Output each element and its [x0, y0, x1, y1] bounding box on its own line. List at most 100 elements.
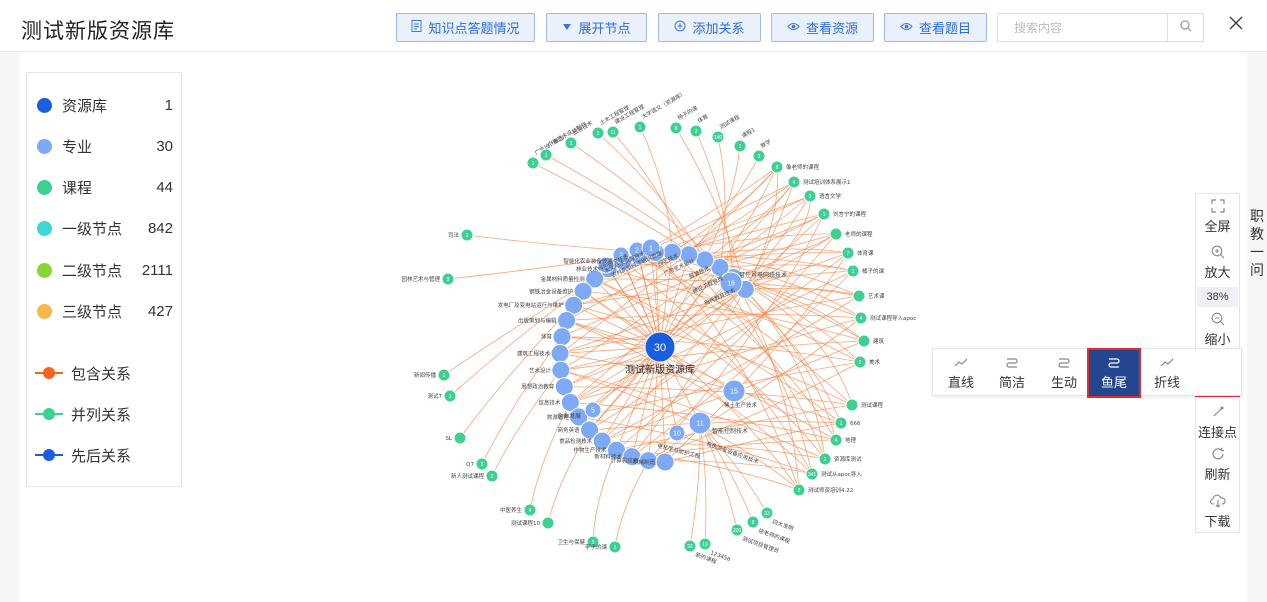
- node-label[interactable]: 四大发明: [771, 517, 795, 532]
- node-label[interactable]: 测试培训体系展示1: [803, 178, 851, 186]
- node-circle[interactable]: [733, 139, 747, 153]
- node-label[interactable]: 刘言宁的课程: [833, 210, 867, 218]
- node-circle[interactable]: [437, 368, 451, 382]
- major-node[interactable]: [560, 392, 580, 412]
- node-label[interactable]: 666: [850, 421, 861, 427]
- node-value[interactable]: 1: [604, 262, 608, 269]
- node-value[interactable]: 3: [481, 462, 484, 468]
- node-value[interactable]: 19: [702, 542, 708, 548]
- zoom-out-button[interactable]: 缩小: [1196, 312, 1239, 348]
- node-circle[interactable]: [730, 523, 744, 537]
- node-label[interactable]: 信息技术: [538, 398, 561, 406]
- node-circle[interactable]: [606, 125, 620, 139]
- node-circle[interactable]: [688, 411, 712, 435]
- node-label[interactable]: 数学: [759, 137, 773, 150]
- node-circle[interactable]: [669, 121, 683, 135]
- node-label[interactable]: 作物生产技术: [573, 446, 607, 454]
- node-value[interactable]: 3: [809, 194, 812, 200]
- course-node[interactable]: 8: [770, 160, 784, 174]
- node-label[interactable]: 建筑工程技术: [517, 349, 551, 357]
- node-circle[interactable]: [655, 452, 675, 472]
- node-value[interactable]: 11: [696, 420, 703, 427]
- download-button[interactable]: 下载: [1196, 494, 1239, 530]
- node-label[interactable]: 像老师的课程: [786, 163, 820, 171]
- major-node[interactable]: [710, 258, 730, 278]
- major-node[interactable]: [585, 269, 605, 289]
- node-circle[interactable]: [787, 175, 801, 189]
- node-label[interactable]: 测试课程导入apoc: [870, 314, 916, 322]
- node-circle[interactable]: [523, 503, 537, 517]
- node-value[interactable]: 9: [447, 277, 450, 283]
- node-label[interactable]: 体育课: [857, 249, 874, 257]
- node-value[interactable]: 2: [635, 247, 639, 254]
- legend-item-course[interactable]: 课程 44: [37, 176, 173, 198]
- node-circle[interactable]: [597, 256, 615, 274]
- node-value[interactable]: 1: [824, 457, 827, 463]
- node-label[interactable]: 测试课程: [718, 113, 741, 131]
- node-circle[interactable]: [557, 310, 577, 330]
- course-node[interactable]: 8: [669, 121, 683, 135]
- course-node[interactable]: 2: [853, 355, 867, 369]
- node-value[interactable]: 8: [776, 165, 779, 171]
- course-node[interactable]: 140: [711, 130, 725, 144]
- knowledge-answer-button[interactable]: 知识点答题情况: [396, 13, 535, 42]
- node-label[interactable]: 测试从apoc导入: [821, 470, 862, 478]
- major-node[interactable]: 2: [612, 246, 630, 264]
- node-circle[interactable]: [683, 539, 697, 553]
- node-value[interactable]: 1: [840, 421, 843, 427]
- course-node[interactable]: 4: [854, 311, 868, 325]
- course-node[interactable]: 1: [539, 148, 553, 162]
- course-node[interactable]: 1: [817, 207, 831, 221]
- node-circle[interactable]: [460, 228, 474, 242]
- node-label[interactable]: 美术: [869, 358, 881, 366]
- major-node[interactable]: [655, 452, 675, 472]
- major-node[interactable]: 1: [597, 256, 615, 274]
- node-circle[interactable]: [526, 156, 540, 170]
- node-circle[interactable]: [569, 407, 589, 427]
- major-node[interactable]: 5: [584, 401, 602, 419]
- node-circle[interactable]: [443, 389, 457, 403]
- node-value[interactable]: 4: [793, 180, 796, 186]
- node-label[interactable]: 企业发展: [557, 412, 581, 420]
- course-node[interactable]: 200: [730, 523, 744, 537]
- course-node[interactable]: 1: [443, 389, 457, 403]
- node-value[interactable]: 11: [610, 130, 615, 136]
- node-circle[interactable]: [644, 331, 676, 363]
- node-circle[interactable]: [475, 457, 489, 471]
- major-node[interactable]: 15: [722, 379, 746, 403]
- legend-item-level2-node[interactable]: 二级节点 2111: [37, 259, 173, 281]
- course-node[interactable]: 11: [606, 125, 620, 139]
- node-circle[interactable]: [580, 420, 600, 440]
- node-value[interactable]: 1: [614, 545, 617, 551]
- node-circle[interactable]: [854, 311, 868, 325]
- node-label[interactable]: 智能化农业装备技术: [563, 257, 613, 265]
- node-value[interactable]: 1: [649, 245, 653, 252]
- course-node[interactable]: [453, 431, 467, 445]
- node-value[interactable]: 1: [823, 212, 826, 218]
- node-label[interactable]: 稀土生产技术: [724, 401, 758, 409]
- node-label[interactable]: SL: [445, 436, 452, 442]
- node-circle[interactable]: [550, 343, 570, 363]
- root-node[interactable]: 30: [644, 331, 676, 363]
- major-node[interactable]: [695, 250, 715, 270]
- node-circle[interactable]: [592, 431, 612, 451]
- node-circle[interactable]: [541, 516, 555, 530]
- node-label[interactable]: 体育: [696, 112, 710, 125]
- node-label[interactable]: 林业技术: [576, 265, 599, 273]
- node-label[interactable]: 可控导电网络技术: [739, 271, 787, 279]
- line-style-straight[interactable]: 直线: [935, 349, 987, 397]
- node-label[interactable]: 课程1: [740, 126, 757, 140]
- node-value[interactable]: 1: [639, 125, 642, 131]
- node-label[interactable]: 新材料技术: [594, 453, 622, 461]
- node-label[interactable]: 新闻传播: [414, 371, 437, 379]
- node-label[interactable]: 园林艺术与管理: [401, 275, 440, 283]
- node-circle[interactable]: [752, 149, 766, 163]
- major-node[interactable]: [573, 281, 593, 301]
- node-circle[interactable]: [817, 207, 831, 221]
- major-node[interactable]: 11: [688, 411, 712, 435]
- node-value[interactable]: 1: [570, 141, 573, 147]
- course-node[interactable]: [852, 289, 866, 303]
- close-button[interactable]: [1226, 12, 1246, 36]
- node-label[interactable]: 老师的课程: [845, 230, 873, 238]
- node-label[interactable]: 商务英语: [558, 426, 581, 434]
